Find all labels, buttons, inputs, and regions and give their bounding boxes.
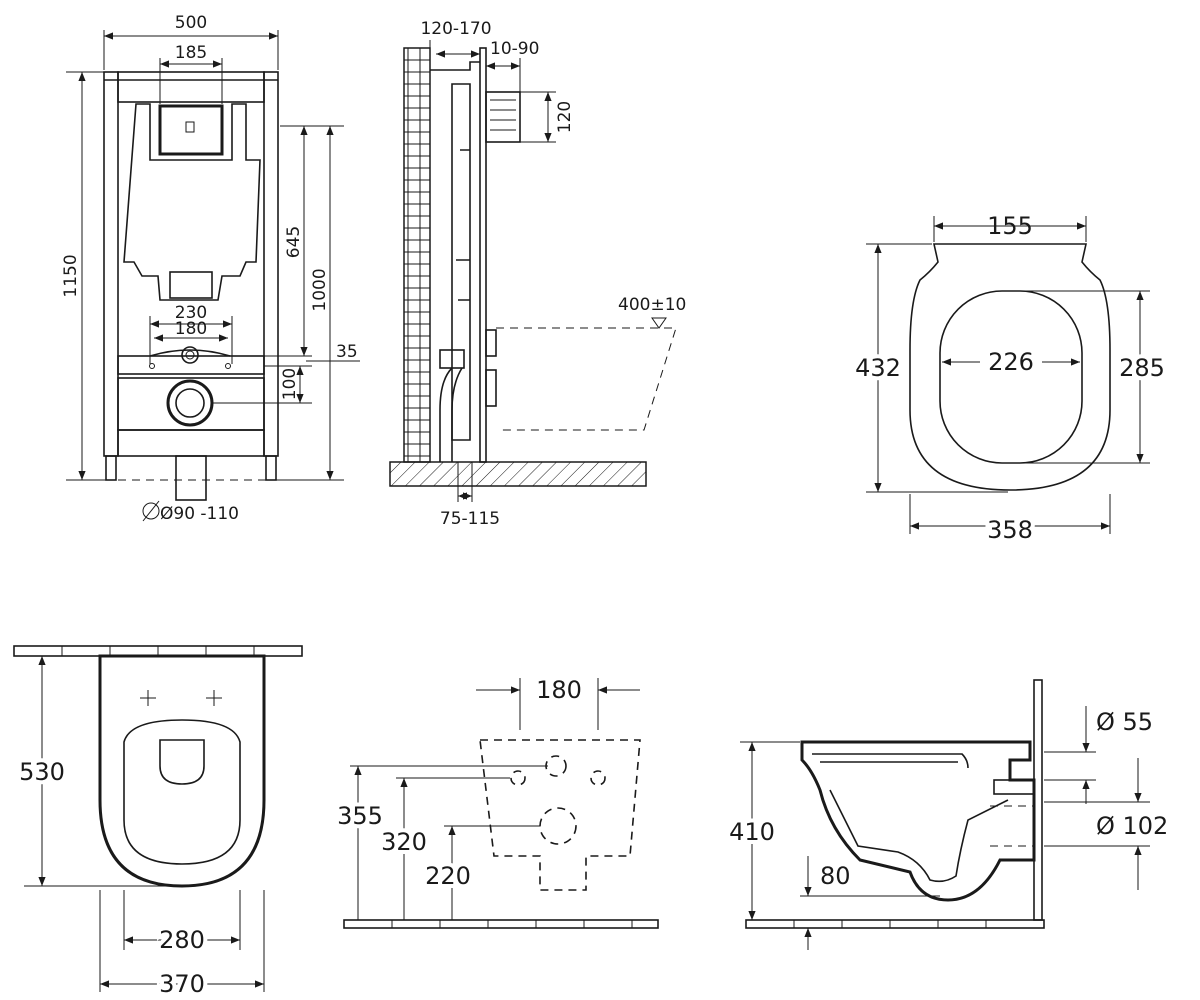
frame-inlet-offset-label: 35 bbox=[336, 342, 358, 362]
bowl-side-outlet-dia-label: Ø 102 bbox=[1096, 812, 1168, 840]
bowl-side-inlet-dia-label: Ø 55 bbox=[1096, 708, 1153, 736]
side-seat-level-label: 400±10 bbox=[618, 295, 686, 315]
seat-length-label: 432 bbox=[855, 354, 901, 382]
bowl-side-view: 410 80 Ø 55 Ø 102 bbox=[725, 679, 1168, 950]
mount-bolt-spacing-label: 180 bbox=[536, 676, 582, 704]
seat-hinge-width-label: 155 bbox=[987, 212, 1033, 240]
bowl-length-label: 530 bbox=[19, 758, 65, 786]
side-cistern-height-label: 120 bbox=[555, 101, 575, 133]
bowl-width-label: 370 bbox=[159, 970, 205, 998]
mount-h2-label: 320 bbox=[381, 828, 427, 856]
seat-top-view: 155 432 226 285 358 bbox=[851, 212, 1169, 548]
frame-drain-diameter-label: Ø90 -110 bbox=[160, 504, 239, 524]
frame-height-button-label: 645 bbox=[284, 226, 304, 258]
side-pipe-offset-label: 75-115 bbox=[440, 509, 500, 529]
frame-plate-width-label: 185 bbox=[175, 43, 207, 63]
bowl-inner-width-label: 280 bbox=[159, 926, 205, 954]
frame-side-view: 120-170 10-90 120 400±10 75-115 bbox=[389, 19, 686, 529]
frame-height-label: 1150 bbox=[61, 254, 81, 297]
frame-bolt-drain-label: 100 bbox=[280, 368, 300, 400]
bowl-top-view: 530 280 370 bbox=[13, 645, 303, 1000]
seat-inner-length-label: 285 bbox=[1119, 354, 1165, 382]
mounting-pattern-view: 180 355 320 220 bbox=[333, 676, 659, 929]
frame-front-view: 500 185 1150 1000 645 230 180 35 100 Ø90… bbox=[61, 13, 360, 524]
mount-h3-label: 220 bbox=[425, 862, 471, 890]
seat-inner-width-label: 226 bbox=[988, 348, 1034, 376]
frame-bolt-inner-label: 180 bbox=[175, 319, 207, 339]
side-wall-depth-label: 120-170 bbox=[420, 19, 491, 39]
bowl-side-outlet-offset-label: 80 bbox=[820, 862, 851, 890]
seat-width-label: 358 bbox=[987, 516, 1033, 544]
frame-width-label: 500 bbox=[175, 13, 207, 33]
side-adjust-label: 10-90 bbox=[490, 39, 539, 59]
frame-bolt-outer-label: 230 bbox=[175, 303, 207, 323]
mount-h1-label: 355 bbox=[337, 802, 383, 830]
bowl-side-height-label: 410 bbox=[729, 818, 775, 846]
frame-height-top-label: 1000 bbox=[310, 268, 330, 311]
